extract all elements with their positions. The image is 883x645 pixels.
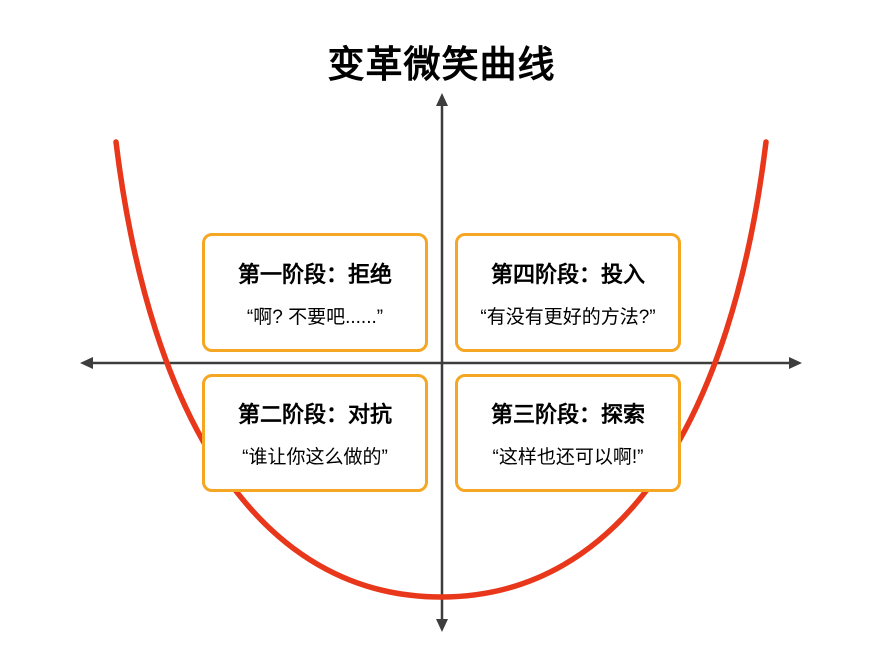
stage-box-1: 第一阶段：拒绝 “啊? 不要吧......”	[202, 233, 428, 352]
stage-quote: “这样也还可以啊!”	[492, 447, 644, 468]
stage-box-4: 第四阶段：投入 “有没有更好的方法?”	[455, 233, 681, 352]
stage-quote: “谁让你这么做的”	[242, 447, 388, 468]
stage-title: 第三阶段：探索	[490, 402, 645, 427]
stage-quote: “啊? 不要吧......”	[246, 306, 384, 328]
arrow-up-icon	[436, 93, 448, 106]
stage-box-2: 第二阶段：对抗 “谁让你这么做的”	[202, 374, 428, 492]
arrow-down-icon	[436, 619, 448, 632]
stage-title: 第四阶段：投入	[490, 261, 645, 287]
stage-box-3: 第三阶段：探索 “这样也还可以啊!”	[455, 374, 681, 492]
diagram-title: 变革微笑曲线	[327, 44, 556, 85]
arrow-right-icon	[789, 357, 802, 369]
smile-curve	[113, 139, 769, 600]
stage-quote: “有没有更好的方法?”	[480, 306, 656, 328]
stage-title: 第二阶段：对抗	[237, 402, 392, 427]
stage-title: 第一阶段：拒绝	[237, 261, 392, 287]
arrow-left-icon	[80, 357, 93, 369]
